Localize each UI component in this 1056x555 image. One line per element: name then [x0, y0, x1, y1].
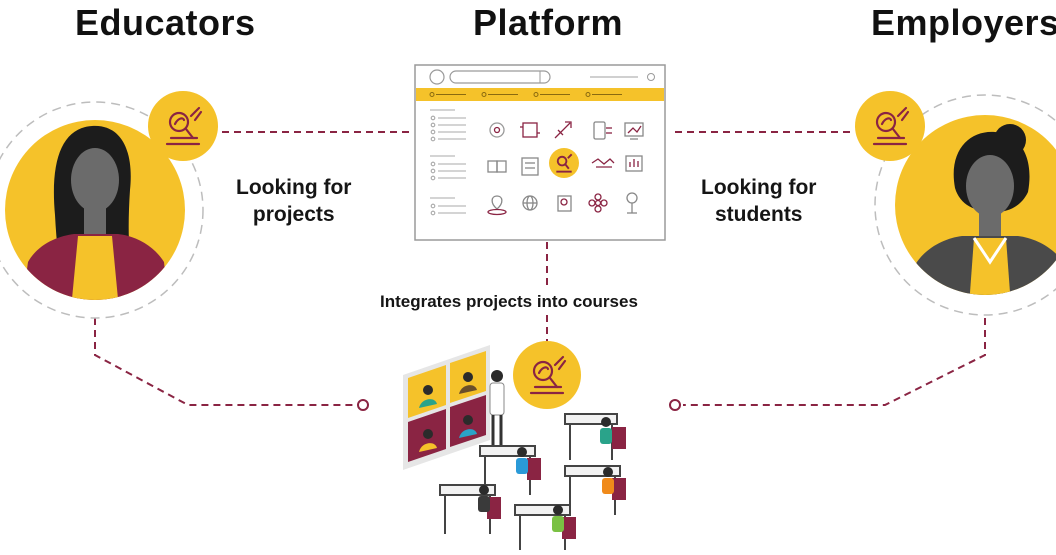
educator-badge: [148, 91, 218, 161]
educator-neck: [84, 205, 106, 235]
heading-employers: Employers: [871, 2, 1056, 43]
label-integrates-projects: Integrates projects into courses: [380, 292, 638, 311]
microscope-icon: [872, 106, 910, 146]
connector-end-left: [357, 399, 369, 411]
grid-book-icon: [487, 160, 507, 173]
microscope-icon: [529, 355, 567, 395]
microscope-icon: [556, 153, 573, 173]
label-right-line1: Looking for: [701, 176, 817, 199]
connector-end-right: [669, 399, 681, 411]
grid-tree-icon: [626, 192, 638, 214]
connector-lines: [94, 131, 986, 406]
label-left-line1: Looking for: [236, 176, 352, 199]
grid-pin-icon: [487, 195, 507, 216]
classroom-scene: [403, 341, 626, 550]
grid-flower-icon: [588, 193, 608, 213]
grid-rocket-icon: [554, 121, 572, 139]
educator-portrait: [0, 101, 204, 319]
employer-collar: [972, 237, 1008, 265]
heading-educators: Educators: [75, 2, 256, 43]
classroom-badge: [513, 341, 581, 409]
employer-shirt: [968, 238, 1012, 295]
window-icon-grid: [487, 121, 644, 216]
educator-shirt: [70, 236, 120, 300]
grid-gear-icon: [489, 122, 505, 138]
grid-globe-icon: [522, 195, 538, 211]
connector-educator-classroom: [94, 318, 355, 406]
students: [478, 417, 626, 539]
educator-face: [71, 148, 119, 212]
label-looking-for-projects: Looking for projects: [236, 174, 351, 229]
grid-lab-icon: [557, 195, 572, 212]
platform-window: [414, 64, 666, 241]
video-wall: [403, 345, 490, 470]
microscope-icon: [165, 106, 203, 146]
window-sidebar: [430, 109, 466, 216]
label-looking-for-students: Looking for students: [701, 174, 816, 229]
connector-employer-classroom: [683, 318, 986, 406]
label-left-line2: projects: [252, 203, 335, 227]
grid-chart-icon: [625, 155, 643, 172]
grid-phone-icon: [593, 121, 612, 140]
window-logo: [429, 69, 445, 85]
grid-handshake-icon: [591, 158, 615, 168]
teacher-figure: [489, 370, 505, 450]
grid-highlight: [549, 148, 579, 178]
employer-face: [966, 155, 1014, 217]
label-right-line2: students: [714, 203, 803, 227]
employer-neck: [979, 210, 1001, 236]
heading-platform: Platform: [473, 2, 624, 43]
grid-monitor-icon: [624, 122, 644, 140]
employer-badge: [855, 91, 925, 161]
grid-document-icon: [521, 157, 539, 176]
grid-chip-icon: [520, 122, 540, 138]
window-search-bar: [449, 70, 551, 84]
employer-portrait: [874, 94, 1056, 316]
